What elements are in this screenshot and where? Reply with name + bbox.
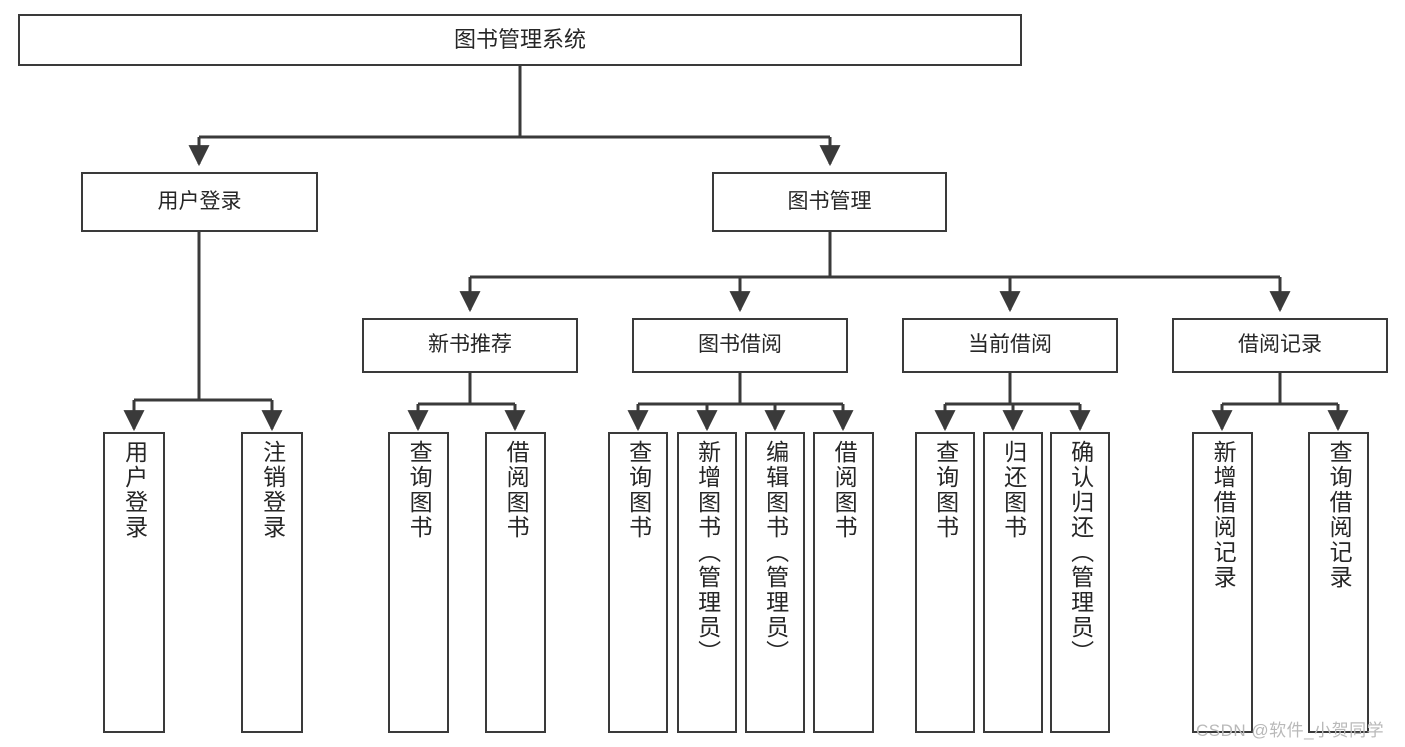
node-root-system[interactable]: 图书管理系统 xyxy=(18,14,1022,66)
node-label: 查询图书 xyxy=(625,440,652,540)
node-book-borrow[interactable]: 图书借阅 xyxy=(632,318,848,373)
leaf-record-query-record[interactable]: 查询借阅记录 xyxy=(1308,432,1369,733)
leaf-borrow-edit-book[interactable]: 编辑图书（管理员） xyxy=(745,432,805,733)
leaf-current-return-book[interactable]: 归还图书 xyxy=(983,432,1043,733)
leaf-user-login-signin[interactable]: 用户登录 xyxy=(103,432,165,733)
node-label: 归还图书 xyxy=(1000,440,1027,540)
leaf-recommend-query-book[interactable]: 查询图书 xyxy=(388,432,449,733)
node-user-login[interactable]: 用户登录 xyxy=(81,172,318,232)
node-label: 新增图书（管理员） xyxy=(694,440,721,665)
node-label: 新书推荐 xyxy=(428,333,512,357)
node-label: 借阅图书 xyxy=(831,440,858,540)
node-label: 查询图书 xyxy=(406,440,433,540)
node-borrow-record[interactable]: 借阅记录 xyxy=(1172,318,1388,373)
leaf-borrow-query-book[interactable]: 查询图书 xyxy=(608,432,668,733)
node-label: 图书管理系统 xyxy=(453,27,586,53)
leaf-record-add-record[interactable]: 新增借阅记录 xyxy=(1192,432,1253,733)
node-label: 查询借阅记录 xyxy=(1326,440,1353,590)
node-label: 借阅记录 xyxy=(1238,333,1322,357)
node-label: 用户登录 xyxy=(121,440,148,540)
csdn-watermark: CSDN @软件_小贺同学 xyxy=(1196,721,1385,740)
node-label: 借阅图书 xyxy=(503,440,530,540)
node-label: 确认归还（管理员） xyxy=(1067,440,1094,665)
node-label: 当前借阅 xyxy=(968,333,1052,357)
node-label: 用户登录 xyxy=(157,189,242,213)
node-label: 注销登录 xyxy=(259,440,286,540)
node-label: 图书借阅 xyxy=(698,333,782,357)
leaf-current-query-book[interactable]: 查询图书 xyxy=(915,432,975,733)
leaf-borrow-borrow-book[interactable]: 借阅图书 xyxy=(813,432,874,733)
node-label: 新增借阅记录 xyxy=(1210,440,1237,590)
node-label: 图书管理 xyxy=(787,189,872,213)
leaf-recommend-borrow-book[interactable]: 借阅图书 xyxy=(485,432,546,733)
node-new-book-recommend[interactable]: 新书推荐 xyxy=(362,318,578,373)
leaf-borrow-add-book[interactable]: 新增图书（管理员） xyxy=(677,432,737,733)
leaf-current-confirm-return[interactable]: 确认归还（管理员） xyxy=(1050,432,1110,733)
node-label: 编辑图书（管理员） xyxy=(762,440,789,665)
node-label: 查询图书 xyxy=(932,440,959,540)
node-book-management[interactable]: 图书管理 xyxy=(712,172,947,232)
leaf-user-login-signout[interactable]: 注销登录 xyxy=(241,432,303,733)
node-current-borrow[interactable]: 当前借阅 xyxy=(902,318,1118,373)
